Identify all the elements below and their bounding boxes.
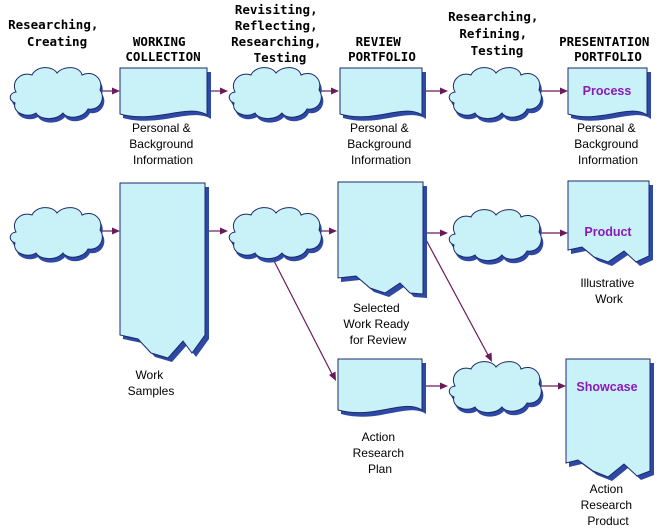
process-label: Process bbox=[583, 84, 632, 98]
caption-presentation-personal: Personal & Background Information bbox=[574, 121, 641, 167]
document-showcase: Showcase bbox=[565, 358, 654, 481]
header-presentation-portfolio: PRESENTATION PORTFOLIO bbox=[559, 34, 657, 64]
cloud-revisiting bbox=[228, 67, 324, 123]
caption-working-personal: Personal & Background Information bbox=[129, 121, 196, 167]
header-working-collection: WORKING COLLECTION bbox=[125, 34, 200, 64]
cloud-researching-refining bbox=[448, 67, 544, 123]
caption-review-personal: Personal & Background Information bbox=[347, 121, 414, 167]
arrow-selected-work-to-cloud7 bbox=[423, 235, 492, 362]
cloud-selecting-work bbox=[228, 207, 324, 263]
caption-selected-work: Selected Work Ready for Review bbox=[343, 301, 412, 347]
cloud-action-research bbox=[448, 361, 544, 417]
arrow-cloud3-to-process bbox=[540, 87, 568, 95]
arrow-cloud2-to-review-top bbox=[320, 87, 339, 95]
flow-arrows bbox=[100, 87, 568, 390]
caption-action-research-plan: Action Research Plan bbox=[353, 430, 408, 476]
arrow-cloud5-to-action-plan bbox=[271, 256, 336, 381]
caption-illustrative-work: Illustrative Work bbox=[580, 276, 637, 306]
product-label: Product bbox=[584, 225, 632, 239]
cloud-researching-creating bbox=[9, 67, 105, 123]
cloud-work-samples-source bbox=[9, 207, 105, 263]
document-action-research-plan bbox=[337, 358, 426, 417]
caption-work-samples: Work Samples bbox=[128, 368, 175, 398]
arrow-cloud7-to-showcase bbox=[540, 382, 566, 390]
arrow-cloud6-to-product bbox=[540, 229, 568, 237]
arrow-cloud4-to-work-samples bbox=[100, 227, 120, 235]
document-review-personal bbox=[339, 67, 426, 121]
document-product: Product bbox=[567, 180, 653, 266]
header-revisiting: Revisiting, Reflecting, Researching, Tes… bbox=[231, 2, 329, 65]
header-review-portfolio: REVIEW PORTFOLIO bbox=[348, 34, 416, 64]
arrow-cloud1-to-working-top bbox=[100, 87, 120, 95]
document-working-personal bbox=[119, 67, 211, 121]
arrow-cloud5-to-selected-work bbox=[320, 227, 337, 235]
document-selected-work bbox=[337, 181, 427, 298]
document-process: Process bbox=[567, 67, 651, 121]
header-researching-refining: Researching, Refining, Testing bbox=[448, 9, 546, 58]
document-work-samples bbox=[119, 182, 209, 362]
showcase-label: Showcase bbox=[576, 380, 637, 394]
cloud-refining-product bbox=[448, 209, 544, 265]
header-researching-creating: Researching, Creating bbox=[8, 17, 106, 49]
caption-action-research-product: Action Research Product bbox=[581, 482, 636, 528]
